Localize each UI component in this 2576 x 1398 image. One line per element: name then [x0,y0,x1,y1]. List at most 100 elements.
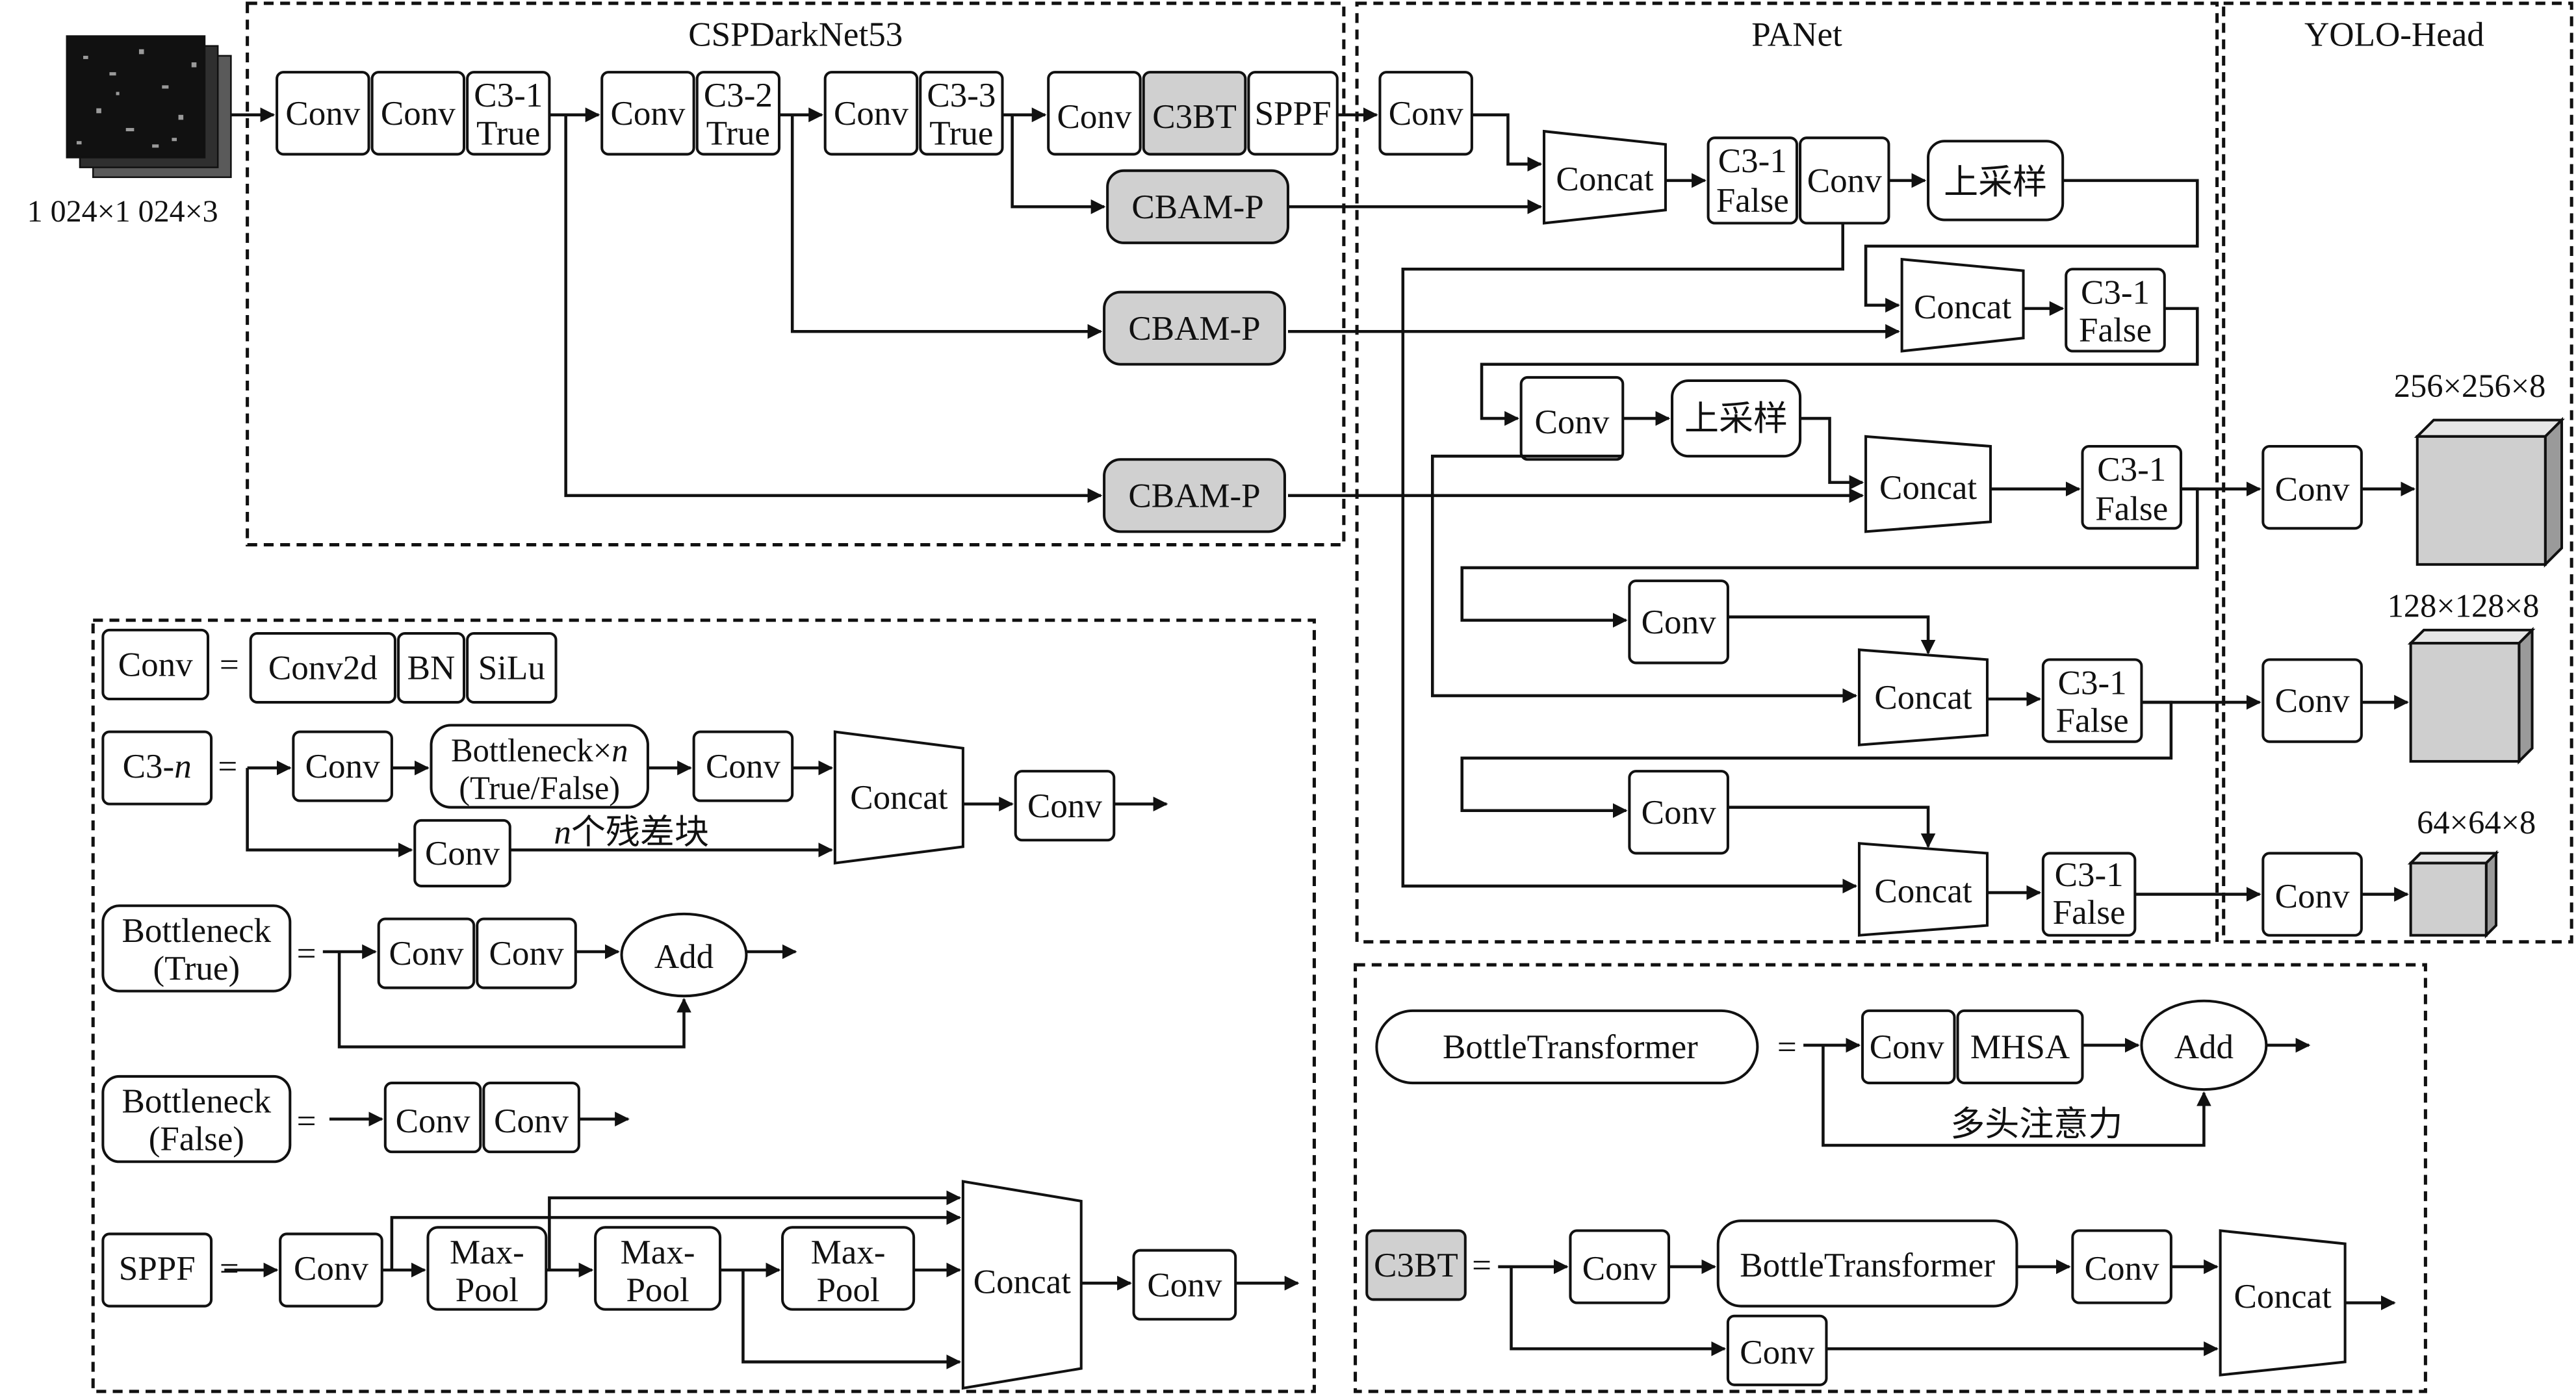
backbone-c3-3-label: C3-3 [927,77,996,114]
backbone-conv-5-label: Conv [1057,98,1131,136]
legend-c3n-conv-out [1014,770,1116,842]
neck-upsample-2-label: 上采样 [1684,400,1788,438]
neck-concat-1-label: Concat [1556,160,1653,198]
legend-c3n-equals: = [218,748,237,785]
output-size-small: 64×64×8 [2417,804,2536,841]
neck-c3-1-false-2 [2065,268,2166,353]
legend-sppf-max-1-label: Max- [450,1234,524,1271]
head-conv-1-label: Conv [2275,470,2350,508]
head-conv-3-label: Conv [2275,878,2350,915]
neck-frame [1355,1,2219,944]
bt-equals: = [1777,1028,1797,1066]
neck-c3-1-3-label: C3-1 [2097,451,2166,489]
bt-conv-label: Conv [1870,1028,1944,1066]
legend-c3n-conv-3-label: Conv [425,835,500,872]
legend-sppf-key-label: SPPF [119,1250,196,1288]
neck-concat-4 [1857,648,1989,746]
c3bt-equals: = [1472,1247,1491,1284]
legend-bottleneck-true-equals: = [297,935,316,972]
edge-c31-cbam3 [564,114,1103,503]
legend-sppf-pool-1-label: Pool [456,1271,519,1309]
neck-false-2-label: False [2079,311,2152,349]
edge-legend-bt-skip [337,951,691,1048]
backbone-c3-2-true-label: True [706,114,770,152]
legend-sppf-maxpool-1 [426,1226,548,1311]
legend-sppf-concat [961,1180,1083,1390]
neck-conv-5-label: Conv [1642,794,1716,832]
output-cube-small [2407,850,2499,939]
legend-c3n-bottleneck-label: Bottleneck×n [451,732,628,769]
backbone-c3-2-true [695,71,781,156]
c3bt-key-label: C3BT [1374,1247,1458,1284]
backbone-c3-2-label: C3-2 [704,77,773,114]
backbone-c3-3-true-label: True [929,114,993,152]
legend-c3n-conv-2-label: Conv [706,748,780,785]
backbone-c3-1-true-label: True [476,114,540,152]
cbam-p-3 [1103,458,1286,533]
legend-bottleneck-false-equals: = [297,1102,316,1140]
neck-c3-1-5-label: C3-1 [2055,856,2124,894]
neck-concat-1 [1543,129,1667,225]
neck-c3-1-false-3 [2081,445,2183,530]
c3bt-conv-3 [1726,1314,1828,1386]
edge-c32-cbam2 [790,114,1103,339]
backbone-c3-1-true [466,71,551,156]
legend-bottleneck-true-add [620,912,748,998]
backbone-c3bt-label: C3BT [1152,98,1237,136]
backbone-sppf [1247,71,1339,156]
legend-sppf-pool-2-label: Pool [626,1271,689,1309]
legend-c3n-concat [833,730,964,865]
neck-concat-5 [1857,842,1989,937]
c3bt-concat-label: Concat [2234,1278,2332,1315]
edge-c33-cbam1 [1011,114,1106,214]
cbam-p-2 [1103,290,1286,366]
legend-bottleneck-true-conv-2 [476,917,577,989]
bt-mhsa-label: MHSA [1970,1028,2070,1066]
c3bt-conv-3-label: Conv [1740,1334,1814,1371]
legend-bottleneck-false-conv-2-label: Conv [494,1102,569,1140]
legend-c3n-bottleneck [430,724,649,809]
edge-conv2-concat5 [1401,223,1858,894]
backbone-frame [246,1,1346,547]
bt-conv [1861,1009,1956,1085]
backbone-c3-3-true [919,71,1004,156]
c3bt-concat [2219,1229,2347,1377]
neck-conv-2-label: Conv [1807,162,1882,200]
bottletransformer-frame [1354,963,2427,1393]
c3bt-conv-2-label: Conv [2085,1250,2159,1288]
edge-conv4-concat4 [1727,615,1936,655]
edge-c3bt-skip [1510,1266,1727,1356]
neck-concat-3 [1864,435,1992,533]
legend-sppf-pool-3-label: Pool [816,1271,879,1309]
legend-sppf-concat-label: Concat [973,1263,1071,1301]
backbone-title: CSPDarkNet53 [688,16,903,54]
neck-conv-4 [1628,579,1729,665]
edge-bt-skip [1822,1045,2211,1147]
input-image [66,35,232,179]
legend-sppf-conv-out [1132,1249,1237,1321]
legend-c3n-concat-label: Concat [850,779,947,817]
bt-add-label: Add [2174,1028,2234,1066]
legend-conv-equals: = [220,646,239,684]
edge-legend-c3n-skip-conv3 [246,768,413,858]
legend-bottleneck-true-conv-2-label: Conv [489,935,564,972]
legend-conv-key-label: Conv [118,646,193,684]
legend-bottleneck-false-conv-1-label: Conv [396,1102,470,1140]
legend-silu-label: SiLu [478,650,545,687]
legend-bottleneck-true-label: Bottleneck [122,912,271,950]
legend-frame [91,618,1316,1393]
legend-bottleneck-true-add-label: Add [654,938,714,976]
legend-sppf-conv-out-label: Conv [1147,1266,1222,1304]
edge-legend-sppf-mp2-skip [741,1269,962,1369]
backbone-conv-2 [370,71,466,156]
neck-c3-1-1-label: C3-1 [1718,142,1787,180]
backbone-conv-4-label: Conv [834,95,908,133]
neck-c3-1-2-label: C3-1 [2081,273,2150,311]
neck-c3-1-false-4 [2041,658,2143,743]
output-size-large: 256×256×8 [2394,368,2546,404]
neck-false-5-label: False [2053,894,2126,932]
c3bt-bottletransformer-label: BottleTransformer [1740,1247,1995,1284]
bt-attention-label: 多头注意力 [1950,1106,2122,1143]
neck-false-4-label: False [2056,702,2129,740]
